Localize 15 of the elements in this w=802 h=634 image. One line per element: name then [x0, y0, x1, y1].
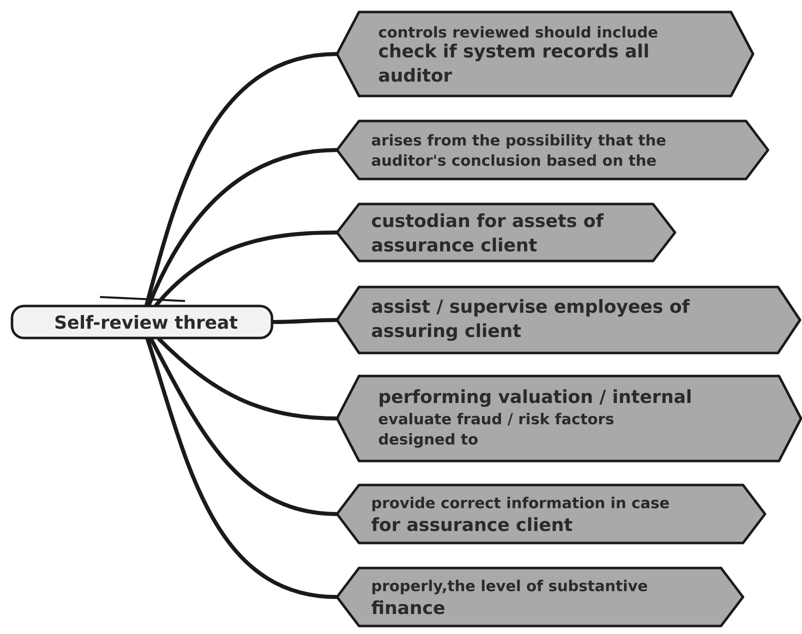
branch-line — [149, 337, 339, 516]
branch-line — [144, 52, 339, 307]
hexagon-box: assist / supervise employees of assuring client — [336, 286, 802, 354]
branch-line — [146, 337, 339, 599]
branch-line — [154, 230, 339, 307]
hexagon-box: custodian for assets of assurance client — [336, 202, 676, 262]
branch-line — [271, 318, 339, 324]
topic-box: Self-review threat — [10, 296, 274, 340]
hexagon-box: provide correct information in case for assurance client — [336, 484, 766, 544]
branch-line — [157, 337, 339, 420]
branch-line — [146, 148, 339, 307]
hexagon-box: properly,the level of substantive finance — [336, 566, 744, 628]
hexagon-box: arises from the possibility that the auditor's conclusion based on the — [336, 120, 770, 180]
hexagon-box: performing valuation / internal evaluate fraud / risk factors designed to — [336, 374, 802, 462]
hexagon-box: controls reviewed should include check if system records all auditor — [336, 10, 754, 98]
